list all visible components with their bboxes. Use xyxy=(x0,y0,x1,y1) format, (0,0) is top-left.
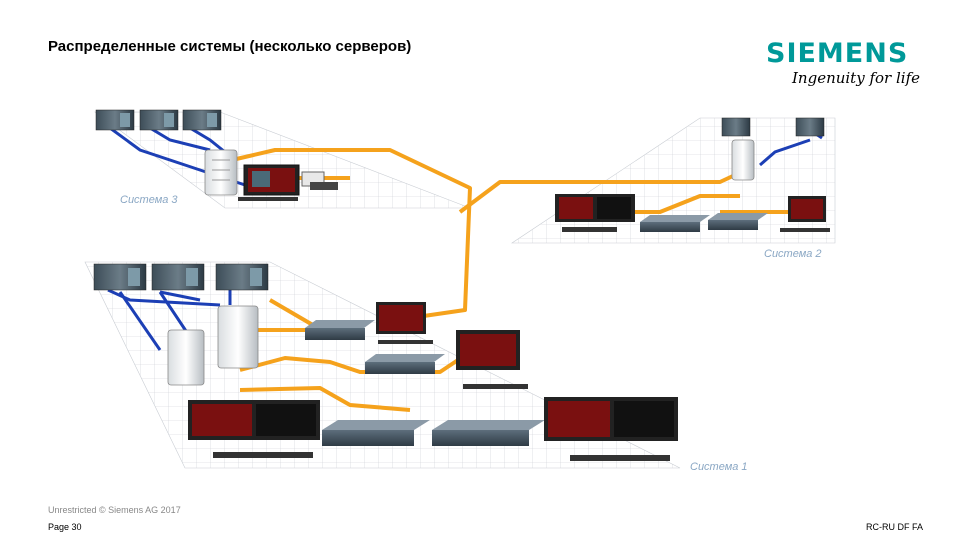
system1-label: Система 1 xyxy=(690,461,748,473)
system1-switch-3 xyxy=(322,420,430,446)
system1-controller-rack-3 xyxy=(215,263,269,291)
system3-label: Система 3 xyxy=(120,194,178,206)
system1-operator-station-3 xyxy=(188,400,320,458)
system2-server xyxy=(731,139,755,181)
system2-controller-rack-2 xyxy=(795,117,825,137)
system3-server xyxy=(204,149,238,196)
system1-operator-station-4 xyxy=(544,397,678,461)
logo-slogan: Ingenuity for life xyxy=(792,69,920,87)
footer-document-code: RC-RU DF FA xyxy=(866,522,923,532)
system2-switch-2 xyxy=(708,213,768,230)
system2-operator-station-2 xyxy=(780,196,830,232)
system1-server-2 xyxy=(217,305,259,369)
system1-controller-rack-1 xyxy=(93,263,147,291)
system1-controller-rack-2 xyxy=(151,263,205,291)
system3-controller-rack-2 xyxy=(139,109,179,131)
footer-copyright: Unrestricted © Siemens AG 2017 xyxy=(48,505,181,515)
system1-switch-1 xyxy=(305,320,375,340)
system3-operator-station xyxy=(238,164,300,201)
system1-switch-4 xyxy=(432,420,545,446)
system1-switch-2 xyxy=(365,354,445,374)
system1-operator-station-1 xyxy=(376,302,433,344)
system2-controller-rack-1 xyxy=(721,117,751,137)
system2-label: Система 2 xyxy=(764,248,822,260)
footer-page-number: Page 30 xyxy=(48,522,82,532)
system1-operator-station-2 xyxy=(456,330,528,389)
page-title: Распределенные системы (несколько сервер… xyxy=(48,38,412,55)
system2-operator-station-1 xyxy=(555,194,635,232)
siemens-logo: SIEMENS Ingenuity for life xyxy=(766,38,926,94)
system3-controller-rack-1 xyxy=(95,109,135,131)
system3-controller-rack-3 xyxy=(182,109,222,131)
plant-bus-lines xyxy=(231,148,790,412)
logo-brand: SIEMENS xyxy=(766,38,909,69)
system3-printer xyxy=(301,171,338,190)
system1-server-1 xyxy=(167,329,205,386)
system2-switch-1 xyxy=(640,215,710,232)
